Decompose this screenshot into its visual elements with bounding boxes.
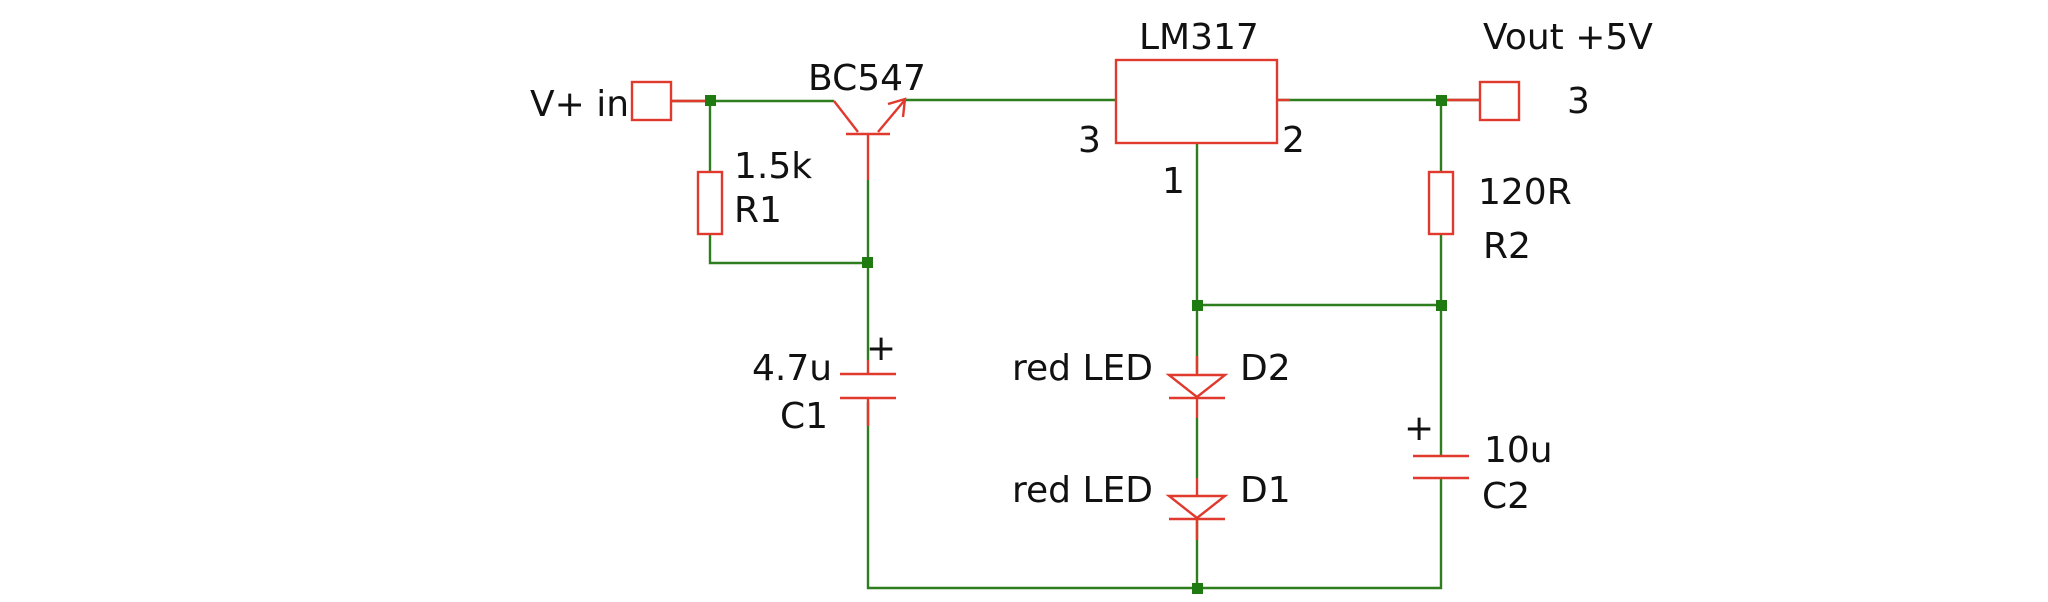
resistor-r1 [696,170,724,236]
transistor-collector [833,100,859,133]
transistor-emitter-arrow [887,97,907,118]
c2-value-label: 10u [1484,430,1553,471]
junction-base [862,257,873,268]
regulator-lm317 [1114,58,1290,145]
junctions [705,95,1447,594]
d2-value-label: red LED [1012,348,1153,389]
c1-ref-label: C1 [780,396,828,437]
r2-value-label: 120R [1478,172,1572,213]
capacitor-c1 [840,360,896,426]
input-label: V+ in [530,84,629,125]
wire-c2-to-ground [1197,478,1443,590]
r2-ref-label: R2 [1483,226,1531,267]
output-pin-label: 3 [1567,81,1590,122]
c1-polarity-label: + [866,328,896,369]
d2-ref-label: D2 [1240,348,1291,389]
d1-value-label: red LED [1012,470,1153,511]
led-d2-triangle [1165,373,1229,399]
regulator-pin-adj-label: 1 [1162,161,1185,202]
resistor-r2 [1427,170,1455,236]
c1-value-label: 4.7u [752,348,832,389]
q1-part-label: BC547 [808,58,926,99]
junction-input [705,95,716,106]
components [630,58,1521,540]
regulator-pin-out-label: 2 [1282,120,1305,161]
junction-ground [1192,583,1203,594]
labels: V+ in BC547 LM317 3 2 1 Vout +5V 3 1.5k … [530,17,1653,517]
junction-output [1436,95,1447,106]
output-label: Vout +5V [1483,17,1653,58]
regulator-part-label: LM317 [1139,17,1259,58]
led-d1-triangle [1165,494,1229,520]
c2-ref-label: C2 [1482,476,1530,517]
led-d1 [1165,418,1229,540]
output-connector [1478,80,1521,122]
r1-value-label: 1.5k [734,146,812,187]
transistor-emitter [877,100,905,133]
regulator-body [1114,58,1279,145]
r1-ref-label: R1 [734,190,782,231]
junction-adjust [1192,300,1203,311]
capacitor-c2 [1413,454,1469,480]
wire-c1-to-ground [866,402,1197,590]
d1-ref-label: D1 [1240,470,1291,511]
regulator-pin-in-label: 3 [1078,120,1101,161]
wire-r1-bottom [708,234,868,265]
input-connector [630,80,673,122]
transistor-bc547 [833,97,907,180]
c2-polarity-label: + [1404,408,1434,449]
led-d2 [1165,356,1229,418]
wires [672,98,1479,590]
junction-r2-adjust [1436,300,1447,311]
